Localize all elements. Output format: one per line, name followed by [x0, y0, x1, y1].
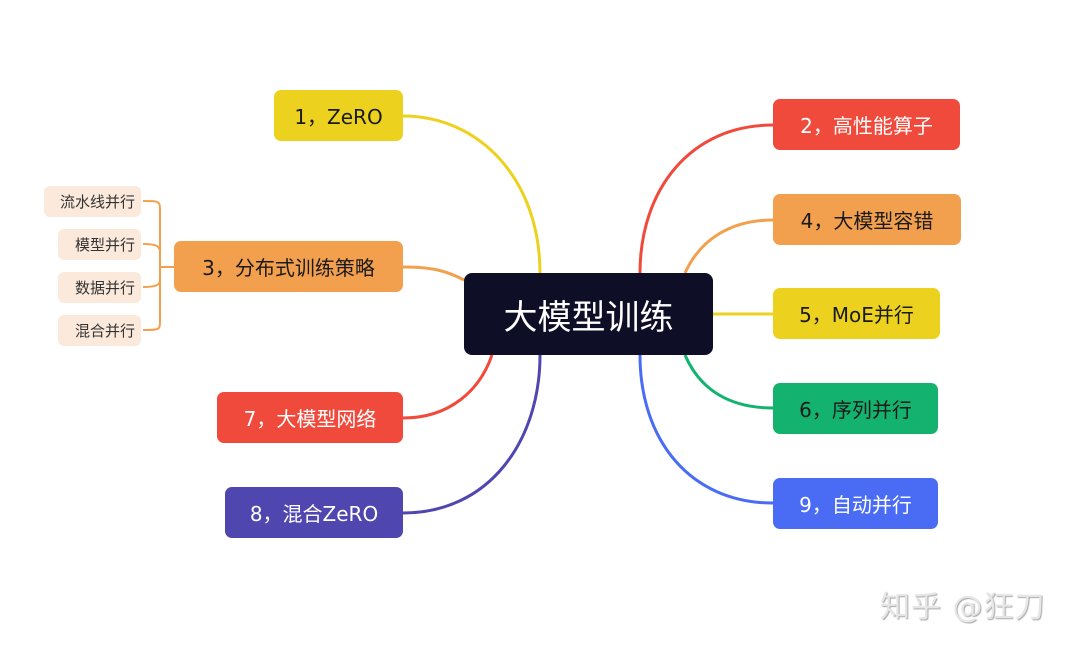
node-label: 6，序列并行: [799, 398, 912, 422]
node-label: 9，自动并行: [799, 493, 912, 517]
node-label: 1，ZeRO: [294, 105, 383, 129]
node-fault-tolerance[interactable]: 4，大模型容错: [773, 194, 961, 245]
node-label: 7，大模型网络: [243, 407, 377, 431]
link-distributed: [402, 265, 465, 282]
node-sequence[interactable]: 6，序列并行: [773, 383, 938, 434]
node-network[interactable]: 7，大模型网络: [217, 392, 403, 443]
node-operators[interactable]: 2，高性能算子: [773, 99, 960, 150]
link-sequence: [683, 354, 774, 410]
node-label: 3，分布式训练策略: [202, 256, 375, 280]
link-operators: [638, 123, 774, 274]
node-hybrid-zero[interactable]: 8，混合ZeRO: [225, 487, 403, 538]
center-label: 大模型训练: [503, 297, 674, 338]
node-moe[interactable]: 5，MoE并行: [773, 288, 940, 339]
sub-bracket: [142, 200, 174, 331]
node-auto-parallel[interactable]: 9，自动并行: [773, 478, 938, 529]
link-fault-tolerance: [683, 218, 774, 274]
sub-node-data[interactable]: 数据并行: [58, 272, 141, 303]
link-hybrid-zero: [402, 354, 542, 515]
node-distributed-strategy[interactable]: 3，分布式训练策略: [174, 241, 403, 292]
link-network: [402, 354, 494, 420]
sub-node-hybrid[interactable]: 混合并行: [58, 315, 141, 346]
watermark: 知乎 @狂刀: [880, 590, 1046, 625]
sub-node-pipeline[interactable]: 流水线并行: [44, 186, 141, 217]
node-label: 2，高性能算子: [800, 114, 933, 138]
node-zero[interactable]: 1，ZeRO: [274, 90, 403, 141]
center-node[interactable]: 大模型训练: [464, 273, 713, 355]
node-label: 8，混合ZeRO: [249, 502, 379, 526]
link-auto: [638, 354, 774, 505]
sub-node-model[interactable]: 模型并行: [58, 229, 141, 260]
node-label: 4，大模型容错: [800, 209, 934, 233]
node-label: 5，MoE并行: [799, 303, 914, 327]
link-zero: [402, 114, 542, 274]
